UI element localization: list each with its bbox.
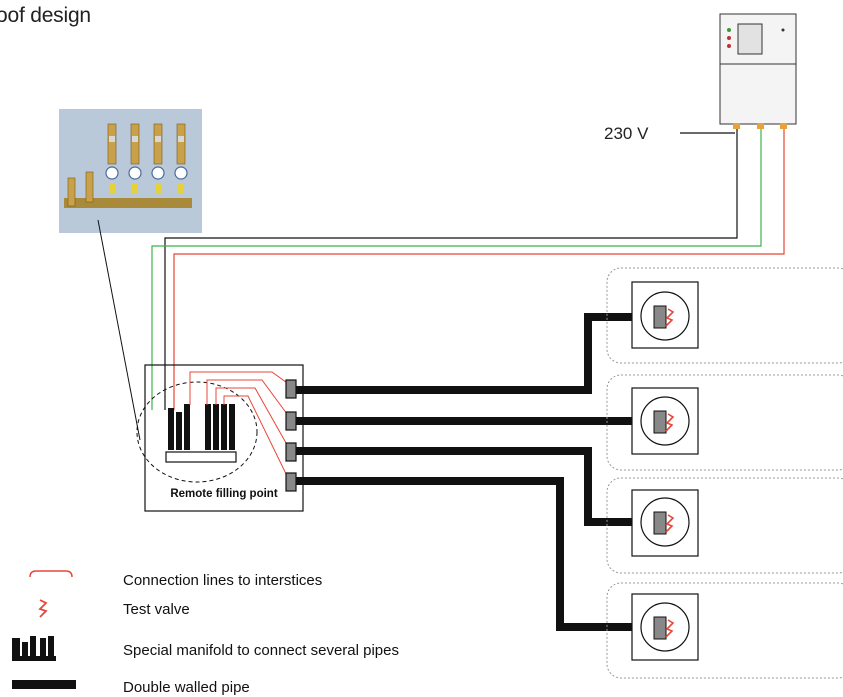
legend-item-connection-lines: Connection lines to interstices [123,572,323,589]
manhole-1 [631,281,699,349]
legend-test-valve-icon [38,599,48,618]
legend-double-walled-pipe-bar [12,680,76,689]
voltage-label: 230 V [604,124,649,143]
tank-compartments [606,267,843,679]
legend-manifold-icon [12,636,56,661]
manifold-highlight-circle [136,381,258,483]
manhole-4 [631,593,699,661]
interstice-connection-lines [189,371,291,483]
legend-item-test-valve: Test valve [123,601,190,618]
test-valve-icon [665,514,675,533]
page-title: oof design [0,4,91,27]
remote-filling-point-label: Remote filling point [170,488,278,500]
red-signal-line [173,129,785,410]
legend-red-bracket-line [29,570,73,578]
manifold-photo [59,109,202,233]
legend-item-manifold: Special manifold to connect several pipe… [123,642,399,659]
black-signal-line [164,129,738,410]
manhole-2 [631,387,699,455]
double-walled-pipes [296,313,652,631]
test-valve-icon [665,413,675,432]
legend-item-double-walled-pipe: Double walled pipe [123,679,250,696]
pipe-ports [285,379,297,492]
green-signal-line [151,129,762,410]
remote-filling-point-box [144,364,304,512]
special-manifold [165,404,237,463]
test-valve-icon [665,308,675,327]
leak-detector-box [719,13,797,129]
manhole-3 [631,489,699,557]
callout-line [97,219,141,441]
test-valve-icon [665,619,675,638]
